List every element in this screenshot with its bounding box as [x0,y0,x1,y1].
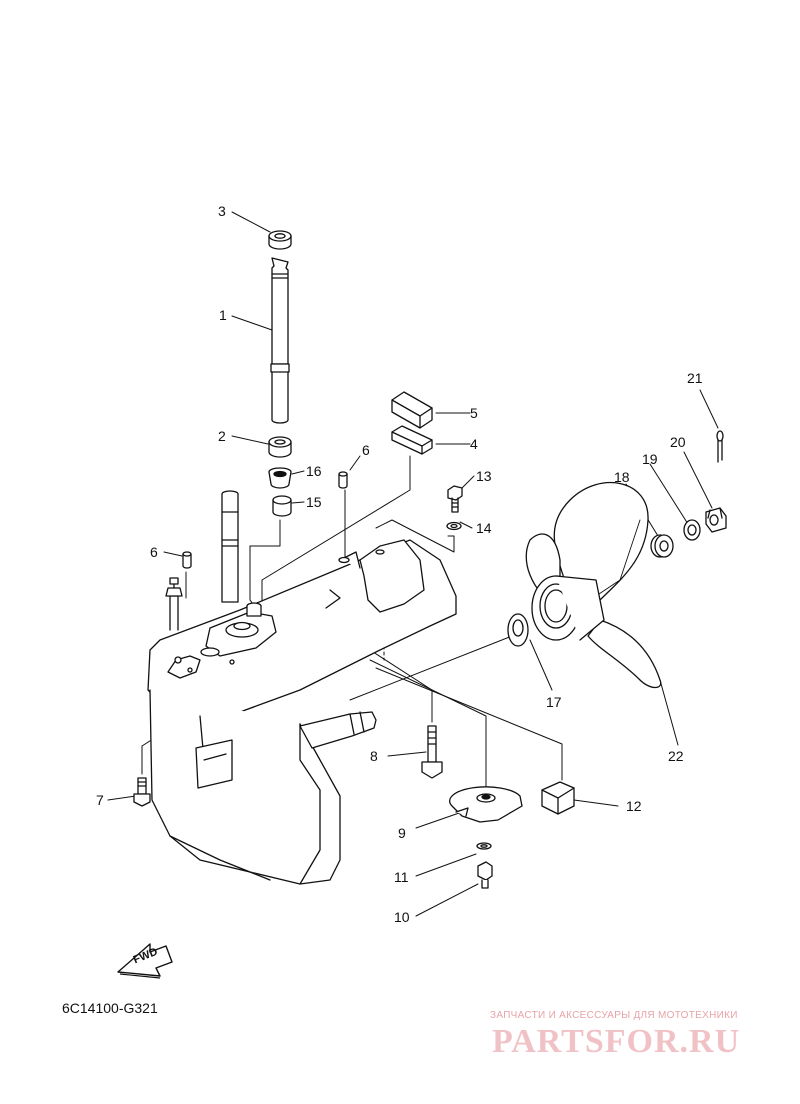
part-label-18: 18 [614,469,630,485]
pin-part-6-b [182,551,192,569]
cup-part-16 [268,467,292,489]
bolt-part-8 [421,725,443,779]
part-label-5: 5 [470,405,478,421]
seal-part-5 [391,391,433,429]
washer-part-14 [446,521,462,531]
watermark-tagline: ЗАПЧАСТИ И АКСЕССУАРЫ ДЛЯ МОТОТЕХНИКИ [490,1010,738,1021]
part-label-11: 11 [394,869,409,885]
anode-block-part-12 [541,781,575,815]
collar-part-15 [272,495,292,517]
part-label-10: 10 [394,909,410,925]
castle-nut-part-20 [705,507,727,533]
lower-unit-housing [147,490,457,885]
spacer-part-18 [650,534,674,558]
bolt-part-7 [133,777,151,807]
drawing-code: 6C14100-G321 [62,1000,158,1016]
washer-part-19 [683,519,701,541]
bolt-part-13 [447,485,463,513]
thrust-washer-part-17 [507,613,529,647]
part-label-16: 16 [306,463,322,479]
part-label-6-left: 6 [150,544,158,560]
part-label-21: 21 [687,370,703,386]
part-label-8: 8 [370,748,378,764]
washer-part-11 [476,842,492,850]
cotter-pin-part-21 [716,430,724,463]
pin-part-6-a [338,471,348,489]
leader-lines [107,211,719,917]
propeller-part-22 [525,481,662,689]
bushing-part-2 [268,436,292,458]
part-label-14: 14 [476,520,492,536]
part-label-7: 7 [96,792,104,808]
seal-part-4 [391,425,433,455]
part-label-20: 20 [670,434,686,450]
drive-shaft-part-1 [270,257,290,424]
part-label-4: 4 [470,436,478,452]
part-label-12: 12 [626,798,642,814]
part-label-19: 19 [642,451,658,467]
part-label-22: 22 [668,748,684,764]
part-label-3: 3 [218,203,226,219]
anode-plate-part-9 [449,786,523,823]
part-label-17: 17 [546,694,562,710]
part-label-13: 13 [476,468,492,484]
part-label-1: 1 [219,307,227,323]
fwd-arrow-icon [117,943,173,979]
bushing-part-3 [268,230,292,250]
part-label-6-top: 6 [362,442,370,458]
part-label-9: 9 [398,825,406,841]
watermark-brand: PARTSFOR.RU [492,1023,741,1060]
part-label-15: 15 [306,494,322,510]
part-label-2: 2 [218,428,226,444]
bolt-part-10 [477,861,493,889]
